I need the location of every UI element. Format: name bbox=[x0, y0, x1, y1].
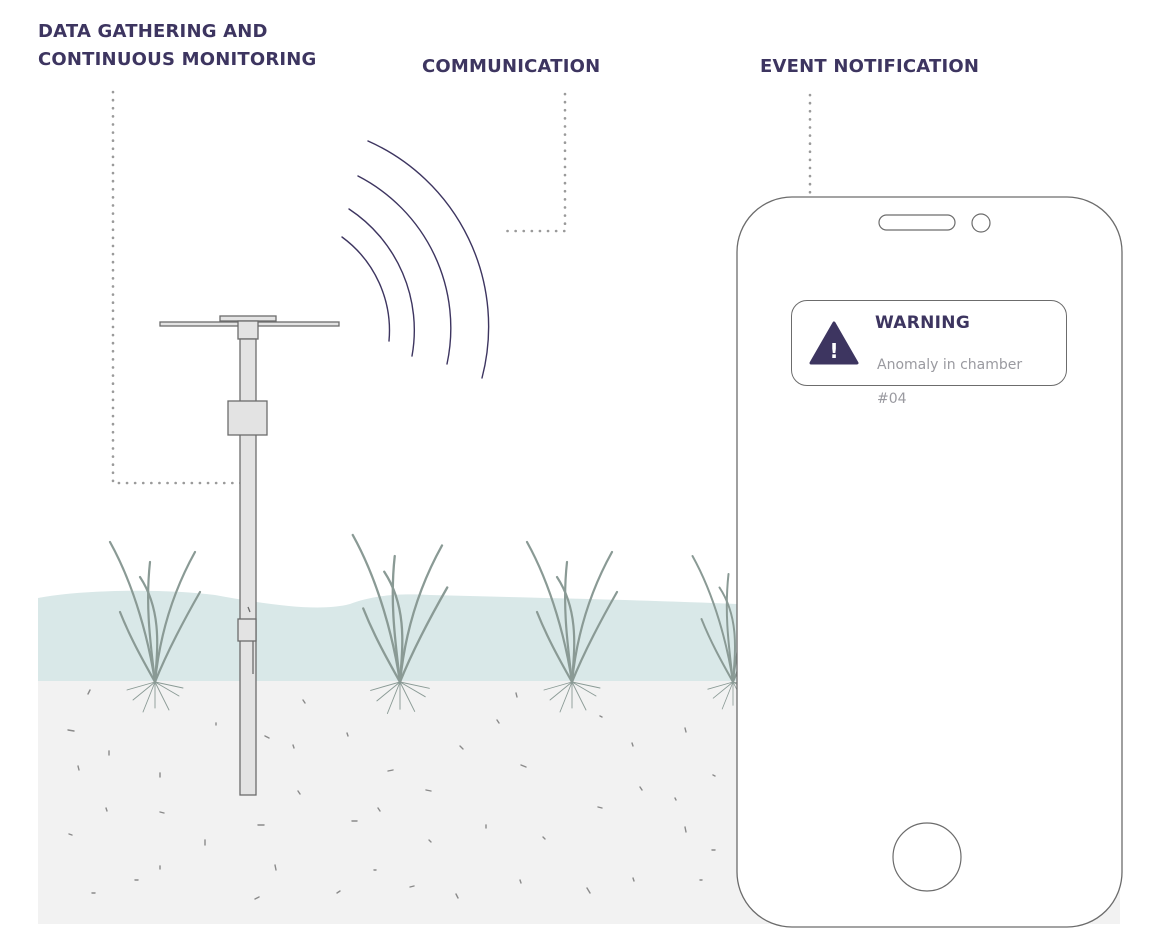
plant-root bbox=[386, 681, 401, 714]
plant-leaf bbox=[391, 554, 402, 684]
plant-root bbox=[142, 681, 156, 713]
plant-leaf bbox=[138, 575, 159, 684]
warning-triangle-icon: ! bbox=[809, 321, 859, 365]
plant-leaf bbox=[153, 590, 202, 684]
plant-root bbox=[543, 681, 573, 691]
plant-root bbox=[154, 681, 184, 689]
plant-leaf bbox=[362, 607, 402, 684]
notification-body-line2: #04 bbox=[877, 391, 907, 407]
plant-root bbox=[712, 681, 734, 699]
plant-root bbox=[707, 681, 734, 690]
plant-leaf bbox=[564, 560, 574, 684]
plant-leaf bbox=[725, 573, 734, 683]
plant-root bbox=[559, 681, 573, 713]
plant-root bbox=[399, 681, 430, 689]
plant-root bbox=[721, 681, 734, 710]
label-data-gathering: DATA GATHERING AND CONTINUOUS MONITORING bbox=[38, 18, 317, 74]
plant bbox=[351, 533, 449, 714]
notification-body-line1: Anomaly in chamber bbox=[877, 357, 1023, 373]
plant-root bbox=[571, 681, 601, 689]
plant-leaf bbox=[398, 586, 449, 684]
plant-leaf bbox=[570, 590, 619, 684]
warning-glyph: ! bbox=[829, 339, 838, 363]
warning-notification[interactable]: ! WARNING Anomaly in chamber #04 bbox=[791, 300, 1067, 407]
phone-camera bbox=[971, 213, 991, 233]
water-layer bbox=[38, 590, 737, 681]
plant-leaf bbox=[147, 560, 157, 684]
leader-data-gathering bbox=[111, 90, 245, 485]
notification-body: Anomaly in chamber #04 bbox=[877, 340, 1057, 425]
plant-leaf bbox=[555, 575, 576, 684]
plant-leaf bbox=[700, 618, 734, 683]
plant-leaf bbox=[535, 610, 574, 684]
probe-shaft bbox=[239, 338, 257, 796]
plant-root bbox=[154, 681, 180, 697]
plant-root bbox=[154, 681, 170, 711]
plant-root bbox=[399, 681, 426, 698]
phone-speaker bbox=[878, 214, 956, 231]
soil-specks bbox=[67, 689, 716, 900]
monitoring-probe bbox=[159, 315, 340, 796]
plant-root bbox=[571, 681, 597, 697]
label-communication: COMMUNICATION bbox=[422, 56, 601, 77]
label-data-gathering-line2: CONTINUOUS MONITORING bbox=[38, 49, 317, 70]
plant-root bbox=[376, 681, 401, 702]
plant-leaf bbox=[383, 570, 404, 684]
plant-root bbox=[549, 681, 573, 701]
notification-title: WARNING bbox=[875, 313, 971, 333]
plant-leaf bbox=[718, 586, 736, 683]
phone-home-button[interactable] bbox=[892, 822, 962, 892]
plant-root bbox=[132, 681, 156, 701]
plant bbox=[108, 540, 202, 713]
label-data-gathering-line1: DATA GATHERING AND bbox=[38, 21, 268, 42]
plant-root bbox=[370, 681, 401, 691]
plant bbox=[525, 540, 619, 713]
label-event-notification: EVENT NOTIFICATION bbox=[760, 56, 980, 77]
dotted-leader-lines bbox=[111, 90, 812, 485]
plant-root bbox=[126, 681, 156, 691]
plant-leaf bbox=[118, 610, 157, 684]
plant-root bbox=[399, 681, 416, 712]
probe-sensor-box bbox=[227, 400, 268, 436]
signal-wave-icon bbox=[341, 140, 490, 379]
leader-communication bbox=[499, 92, 567, 233]
plant-root bbox=[571, 681, 587, 711]
